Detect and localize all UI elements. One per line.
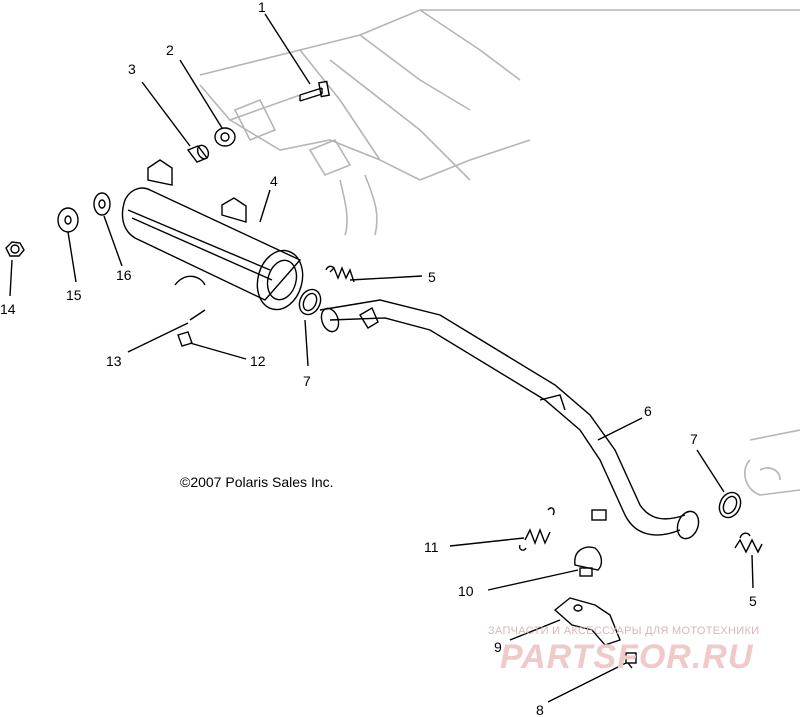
head-pipe-part (319, 299, 700, 540)
callout-11: 11 (424, 539, 439, 555)
callout-9: 9 (494, 639, 502, 655)
callout-12: 12 (250, 353, 266, 369)
callout-numbers: 1 2 3 4 5 5 6 7 7 8 9 10 11 12 13 14 15 … (0, 0, 757, 717)
callout-1: 1 (258, 0, 266, 15)
bolt-part (299, 80, 330, 102)
nut-part (214, 127, 236, 147)
muffler-part (121, 159, 304, 311)
long-spring-part (518, 507, 555, 551)
callout-4: 4 (270, 173, 278, 189)
leader-lines (9, 13, 754, 703)
callout-6: 6 (644, 403, 652, 419)
washer-part (57, 207, 79, 233)
spacer-part (186, 144, 210, 163)
bracket-part (553, 597, 621, 646)
pin-part (189, 309, 206, 321)
copyright-notice: ©2007 Polaris Sales Inc. (180, 474, 334, 490)
plug-part (574, 546, 603, 577)
callout-7-lower: 7 (690, 431, 698, 447)
callout-14: 14 (0, 301, 16, 317)
spring-part-lower (734, 532, 763, 554)
watermark-brand: PARTSFOR.RU (500, 638, 754, 676)
callout-7-upper: 7 (303, 373, 311, 389)
grommet-part (93, 192, 111, 216)
callout-13: 13 (106, 353, 122, 369)
callout-3: 3 (128, 61, 136, 77)
callout-15: 15 (66, 287, 82, 303)
callout-8: 8 (536, 702, 544, 717)
small-bolt-part (625, 652, 637, 669)
callout-16: 16 (116, 267, 132, 283)
gasket-part-upper (298, 288, 322, 316)
clip-part (177, 331, 193, 347)
callout-5-lower: 5 (749, 593, 757, 609)
flange-nut-part (5, 241, 25, 257)
vehicle-frame (199, 9, 800, 496)
callout-10: 10 (458, 583, 474, 599)
watermark-tagline: ЗАПЧАСТИ И АКСЕССУАРЫ ДЛЯ МОТОТЕХНИКИ (488, 625, 759, 637)
gasket-part-lower (718, 491, 742, 519)
watermark: ЗАПЧАСТИ И АКСЕССУАРЫ ДЛЯ МОТОТЕХНИКИ PA… (488, 625, 759, 676)
callout-2: 2 (166, 42, 174, 58)
spring-part-upper (325, 265, 355, 283)
callout-5-upper: 5 (428, 269, 436, 285)
